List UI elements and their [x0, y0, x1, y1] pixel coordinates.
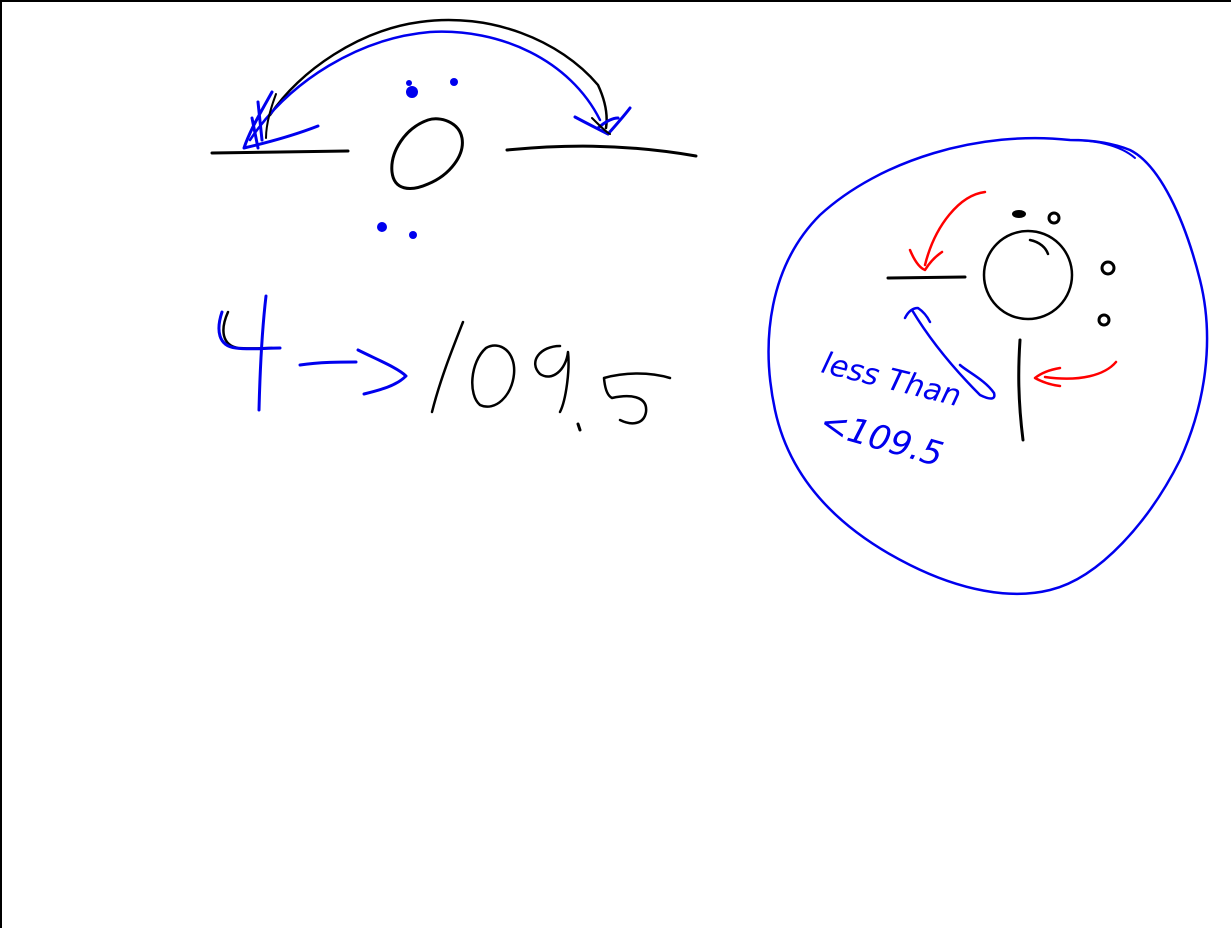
arc-arrowhead-left [242, 90, 320, 150]
lone-pair-dot [1100, 260, 1116, 276]
arc-arrowhead-right [573, 106, 632, 136]
enclosing-circle [767, 136, 1209, 596]
central-atom-circle [982, 229, 1074, 321]
digit-0 [471, 344, 516, 408]
central-atom-circle [390, 117, 464, 190]
arc-arrowhead-left [265, 93, 277, 139]
digit-4 [217, 294, 282, 412]
lone-pair-dot [1047, 211, 1061, 225]
central-atom-tail [1028, 238, 1050, 256]
red-curved-arrow-icon [908, 190, 987, 272]
angle-label [217, 294, 672, 432]
lone-pair-dot [406, 80, 412, 86]
lone-pair-dot [409, 231, 417, 239]
digit-9 [534, 344, 570, 414]
bond-line-down [1017, 338, 1025, 442]
enclosing-circle [1069, 139, 1136, 159]
note-line-2: <109.5 [816, 402, 948, 475]
digit-5 [602, 372, 672, 425]
lone-pair-dot [1012, 210, 1026, 218]
bond-line-left [886, 275, 967, 280]
left-bond-line [210, 149, 350, 155]
angle-arc [268, 18, 608, 130]
lone-pair-dot [406, 86, 418, 98]
note-line-1: less Than [818, 346, 965, 414]
arrow-right-icon [298, 348, 408, 396]
angle-arc [248, 30, 602, 142]
right-bond-line [505, 144, 698, 158]
decimal-point [576, 422, 582, 432]
lone-pair-dot [377, 222, 387, 232]
left-molecule-diagram [210, 18, 698, 239]
blue-curved-arrow-icon [903, 306, 996, 400]
red-curved-arrow-icon [1033, 360, 1118, 388]
digit-1 [430, 320, 465, 414]
right-molecule-diagram [767, 136, 1209, 596]
lone-pair-dot [450, 78, 458, 86]
angle-note: less Than <109.5 [816, 346, 965, 476]
arc-arrowhead-right [591, 117, 611, 135]
lone-pair-dot [1097, 313, 1111, 327]
